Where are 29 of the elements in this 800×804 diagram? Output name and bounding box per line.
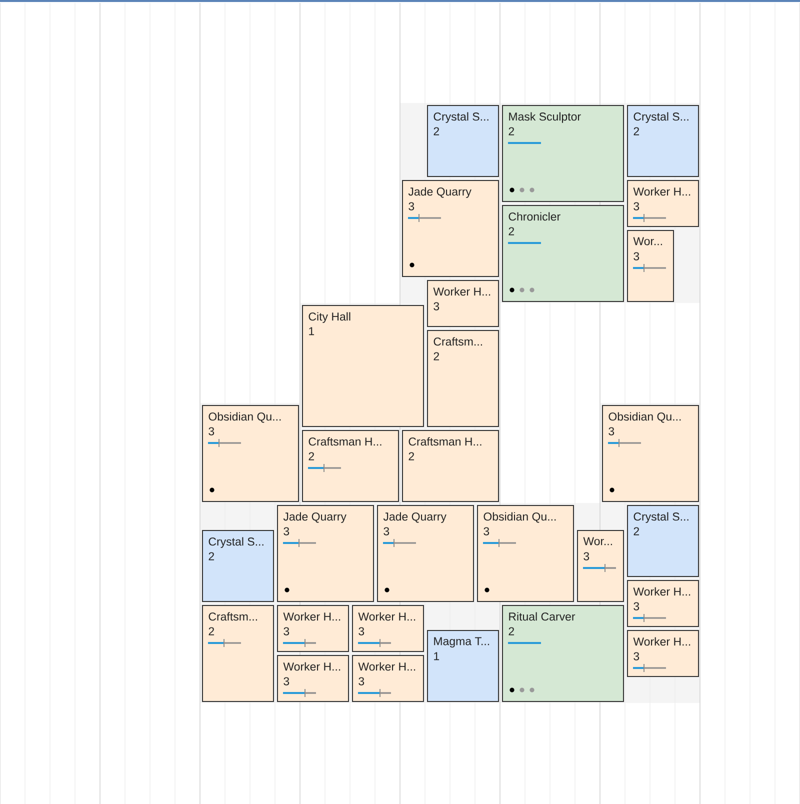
building-tile: Magma T... 1: [427, 630, 499, 702]
building-tile: Jade Quarry 3: [277, 505, 374, 602]
building-tile: Chronicler 2: [502, 205, 624, 302]
building-tile: Worker H... 3: [627, 180, 699, 227]
building-tile: Worker H... 3: [352, 655, 424, 702]
building-tile: Crystal S... 2: [202, 530, 274, 602]
building-tile: Worker H... 3: [277, 605, 349, 652]
building-tile: Craftsman H... 2: [402, 430, 499, 502]
building-tile: Ritual Carver 2: [502, 605, 624, 702]
building-tile: Wor... 3: [577, 530, 624, 602]
building-tile: Worker H... 3: [352, 605, 424, 652]
building-tile: Craftsm... 2: [427, 330, 499, 427]
building-tile: Worker H... 3: [627, 580, 699, 627]
building-tile: Worker H... 3: [427, 280, 499, 327]
building-tile: Jade Quarry 3: [402, 180, 499, 277]
building-tile: City Hall 1: [302, 305, 424, 427]
building-tile: Crystal S... 2: [427, 105, 499, 177]
building-tile: Jade Quarry 3: [377, 505, 474, 602]
building-tile: Mask Sculptor 2: [502, 105, 624, 202]
building-tile: Craftsm... 2: [202, 605, 274, 702]
building-tile: Wor... 3: [627, 230, 674, 302]
building-tile: Worker H... 3: [277, 655, 349, 702]
building-tile: Worker H... 3: [627, 630, 699, 677]
building-tile: Obsidian Qu... 3: [477, 505, 574, 602]
building-tile: Craftsman H... 2: [302, 430, 399, 502]
building-tile: Crystal S... 2: [627, 105, 699, 177]
building-tile: Obsidian Qu... 3: [202, 405, 299, 502]
building-tile: Obsidian Qu... 3: [602, 405, 699, 502]
building-tile: Crystal S... 2: [627, 505, 699, 577]
